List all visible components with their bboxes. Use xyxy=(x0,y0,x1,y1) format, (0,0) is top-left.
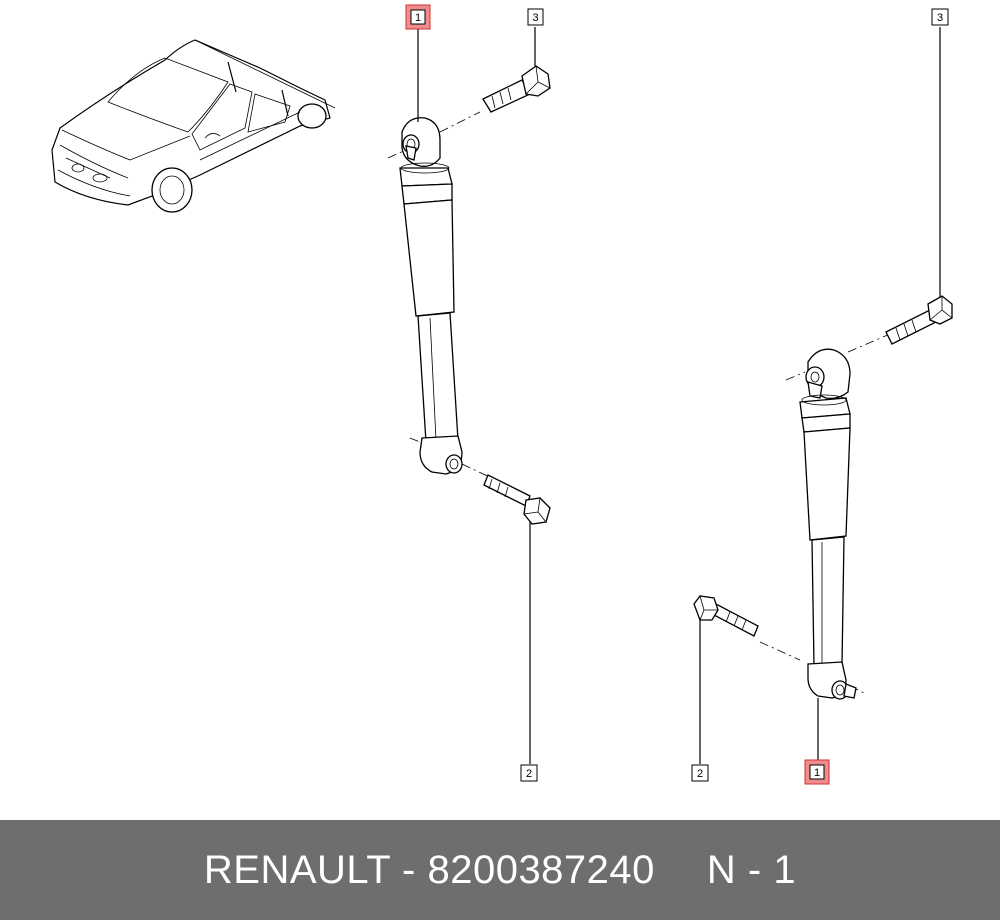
separator: - xyxy=(390,847,428,892)
callout-label: 2 xyxy=(697,768,703,780)
callout-left-shock: 1 xyxy=(405,4,431,30)
quantity: N - 1 xyxy=(706,847,797,892)
car-illustration xyxy=(51,39,336,213)
callout-right-shock: 1 xyxy=(804,759,830,785)
right-upper-bolt xyxy=(885,295,953,345)
callout-label: 1 xyxy=(814,767,820,779)
callout-label: 3 xyxy=(937,12,943,24)
part-info-footer: RENAULT - 8200387240 N - 1 xyxy=(0,820,1000,920)
callout-left-lower-bolt: 2 xyxy=(520,764,538,782)
footer-text: RENAULT - 8200387240 N - 1 xyxy=(204,848,796,893)
callout-label: 2 xyxy=(526,768,532,780)
exploded-parts-diagram: 1 3 2 3 2 1 xyxy=(51,4,953,785)
left-lower-bolt xyxy=(483,474,551,525)
callout-left-upper-bolt: 3 xyxy=(527,8,544,26)
callout-right-upper-bolt: 3 xyxy=(931,8,949,26)
callout-label: 1 xyxy=(415,12,421,24)
left-shock-assembly xyxy=(387,65,551,525)
right-lower-bolt xyxy=(693,595,759,637)
leader-lines xyxy=(417,27,941,764)
callout-label: 3 xyxy=(532,12,538,24)
callout-right-lower-bolt: 2 xyxy=(691,764,709,782)
left-upper-bolt xyxy=(482,65,551,113)
brand-name: RENAULT xyxy=(203,847,391,892)
part-number: 8200387240 xyxy=(427,847,655,892)
right-shock-assembly xyxy=(693,295,953,700)
